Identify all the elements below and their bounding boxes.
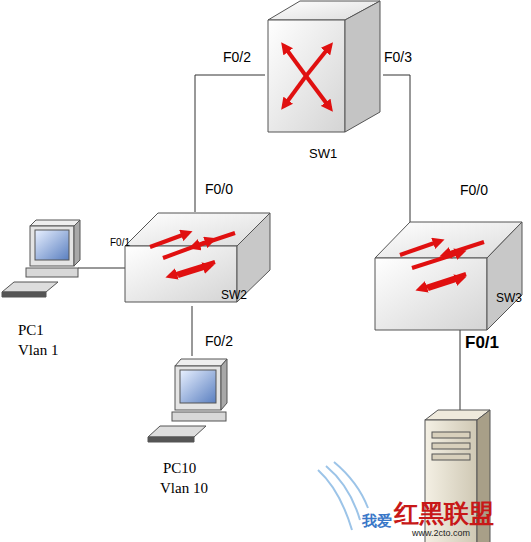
switch-front bbox=[375, 258, 487, 330]
device-node: PC1Vlan 1 bbox=[0, 218, 96, 360]
switch-arrows bbox=[150, 233, 235, 276]
red-arrow bbox=[150, 233, 188, 247]
router-arrows bbox=[284, 46, 330, 108]
monitor-screen bbox=[180, 370, 216, 403]
red-arrow bbox=[420, 274, 466, 289]
port-label: F0/2 bbox=[205, 334, 233, 349]
port-label: F0/0 bbox=[205, 182, 233, 197]
monitor-side bbox=[74, 220, 80, 266]
device-node: PC10Vlan 10 bbox=[145, 356, 245, 502]
drive-bay bbox=[432, 432, 470, 438]
red-arrow bbox=[428, 278, 462, 289]
red-arrow bbox=[170, 262, 215, 276]
switch-icon bbox=[125, 213, 270, 302]
wing-stroke bbox=[334, 462, 368, 508]
device-label: SW1 bbox=[309, 147, 337, 161]
drive-bay bbox=[432, 454, 470, 460]
red-arrow bbox=[306, 76, 330, 108]
port-label: F0/3 bbox=[384, 50, 412, 65]
red-arrow bbox=[284, 76, 306, 106]
red-arrow bbox=[306, 46, 330, 76]
switch-side bbox=[487, 222, 522, 330]
device-node: SW2 bbox=[125, 212, 271, 306]
switch-front bbox=[268, 20, 345, 132]
red-arrow bbox=[400, 241, 440, 255]
device-label: SW2 bbox=[221, 289, 247, 302]
device-label: Vlan 1 bbox=[18, 342, 58, 359]
port-label: F0/1 bbox=[110, 237, 130, 248]
keyboard bbox=[148, 426, 206, 437]
monitor-frame bbox=[30, 226, 74, 266]
server-wire bbox=[460, 330, 461, 412]
keyboard-edge bbox=[2, 292, 46, 297]
watermark-text: 红黑联盟 bbox=[394, 500, 494, 528]
monitor-top bbox=[30, 220, 80, 226]
watermark-logo bbox=[318, 462, 368, 530]
wing-stroke bbox=[318, 470, 352, 530]
device-label: PC1 bbox=[18, 322, 44, 339]
switch-side bbox=[345, 1, 380, 132]
watermark-text: www.2cto.com bbox=[412, 529, 470, 539]
red-arrow bbox=[284, 46, 306, 76]
network-link bbox=[195, 75, 265, 212]
pc-icon bbox=[148, 359, 227, 442]
port-label: F0/0 bbox=[460, 183, 488, 198]
network-link bbox=[192, 306, 193, 356]
keyboard bbox=[2, 282, 58, 292]
pc-case bbox=[26, 268, 78, 277]
pc-icon bbox=[2, 220, 96, 297]
pc-cable bbox=[78, 268, 96, 269]
port-label: F0/1 bbox=[465, 334, 499, 353]
device-node: SW1 bbox=[265, 0, 383, 166]
network-link bbox=[96, 268, 125, 269]
monitor-screen bbox=[35, 230, 69, 260]
device-label: Vlan 10 bbox=[160, 480, 208, 497]
device-node: SW3 bbox=[375, 222, 525, 332]
red-arrow bbox=[178, 266, 210, 276]
watermark-text: 我爱 bbox=[362, 513, 392, 530]
monitor-frame bbox=[175, 366, 221, 410]
monitor-side bbox=[221, 359, 227, 410]
red-arrow bbox=[163, 240, 212, 258]
keyboard-edge bbox=[148, 437, 194, 442]
switch-front bbox=[125, 246, 237, 302]
switch-icon bbox=[375, 222, 522, 330]
drive-bay bbox=[432, 443, 470, 449]
multilayer-switch-icon bbox=[268, 1, 380, 132]
pc-case bbox=[172, 412, 226, 421]
wing-stroke bbox=[326, 466, 360, 520]
red-arrow bbox=[412, 252, 462, 268]
device-label: PC10 bbox=[163, 460, 196, 477]
device-label: SW3 bbox=[496, 292, 522, 305]
red-arrow bbox=[444, 242, 484, 255]
port-label: F0/2 bbox=[223, 50, 251, 65]
monitor-top bbox=[175, 359, 227, 366]
switch-arrows bbox=[400, 241, 484, 289]
network-link bbox=[383, 75, 410, 222]
